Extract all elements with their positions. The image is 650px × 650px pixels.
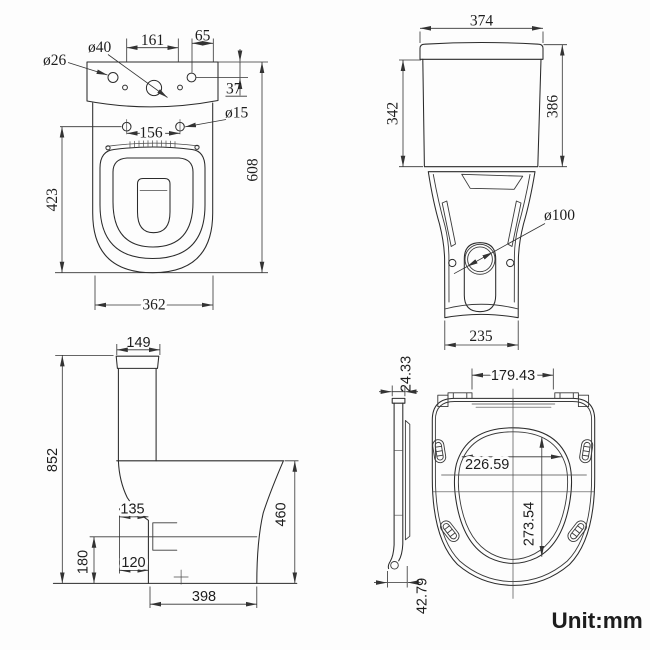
seat-plan-view bbox=[431, 388, 596, 599]
rear-bolt-hole-left bbox=[448, 258, 457, 268]
dim-line-phi100-diameter bbox=[466, 251, 494, 267]
side-cistern-body bbox=[117, 367, 157, 462]
dim-label-22659: 226.59 bbox=[465, 457, 509, 473]
plan-seat-inner-ring bbox=[112, 157, 194, 248]
rear-pedestal-outline bbox=[427, 171, 536, 319]
seat-extension-lines bbox=[387, 368, 554, 588]
dim-label-17943: 179.43 bbox=[491, 368, 535, 384]
dim-label-398: 398 bbox=[192, 589, 216, 605]
seat-hinge-side-caps bbox=[437, 394, 590, 408]
plan-hinge-hatch-ticks bbox=[129, 140, 176, 148]
seat-bumper-bottom-right bbox=[567, 520, 587, 542]
plan-lid-outline bbox=[99, 146, 206, 260]
leader-phi15 bbox=[184, 119, 227, 128]
seat-side-profile bbox=[387, 397, 411, 570]
seat-hinge-tabs bbox=[447, 392, 579, 399]
dim-label-65: 65 bbox=[195, 28, 211, 45]
dim-label-4279: 42.79 bbox=[415, 578, 431, 614]
seat-profile-joint-ticks bbox=[393, 449, 404, 516]
side-rear-profile bbox=[256, 460, 284, 584]
dim-label-135: 135 bbox=[120, 501, 144, 517]
plan-cistern-outline bbox=[86, 61, 219, 108]
dim-label-423: 423 bbox=[44, 188, 61, 212]
seat-profile-top-cap bbox=[391, 397, 406, 404]
dim-label-235: 235 bbox=[469, 328, 493, 345]
dim-label-phi15: ø15 bbox=[225, 105, 249, 122]
plan-trapway-outline bbox=[136, 177, 171, 234]
rear-drain-circle-outer bbox=[464, 243, 496, 275]
dim-label-460: 460 bbox=[274, 502, 290, 526]
dim-label-phi40: ø40 bbox=[88, 39, 112, 56]
dim-label-374: 374 bbox=[470, 13, 494, 30]
plan-bumper-dot-right bbox=[194, 144, 200, 150]
side-view: 149 852 135 120 180 398 460 bbox=[45, 335, 299, 608]
dim-label-608: 608 bbox=[245, 158, 262, 182]
rear-outlet-slot bbox=[463, 242, 497, 313]
rear-pedestal-inner-lines bbox=[432, 174, 531, 310]
dim-label-156: 156 bbox=[139, 125, 163, 142]
dim-label-161: 161 bbox=[141, 32, 164, 49]
seat-views: 24.33 42.79 179.43 226.59 273.54 bbox=[374, 356, 596, 614]
plan-view: ø26 ø40 161 65 37 ø15 156 423 608 362 bbox=[43, 28, 268, 317]
seat-bumper-top-right bbox=[579, 439, 594, 464]
leader-phi40 bbox=[107, 54, 168, 98]
side-center-cross-mark bbox=[173, 569, 189, 585]
dim-label-phi26: ø26 bbox=[43, 52, 67, 69]
dim-label-386: 386 bbox=[545, 95, 562, 119]
seat-bumper-top-left bbox=[432, 439, 447, 464]
dim-label-180: 180 bbox=[76, 550, 92, 574]
plan-extension-lines bbox=[55, 38, 268, 310]
side-cistern-lid bbox=[115, 355, 160, 369]
rear-bolt-hole-right bbox=[506, 258, 515, 268]
dim-label-342: 342 bbox=[385, 102, 402, 125]
seat-profile-hook-tip bbox=[390, 561, 399, 570]
dim-label-852: 852 bbox=[45, 448, 61, 472]
dim-label-120: 120 bbox=[121, 555, 145, 571]
dim-label-2433: 24.33 bbox=[399, 356, 415, 392]
dim-label-phi100: ø100 bbox=[544, 207, 575, 224]
plan-bumper-dot-left bbox=[105, 145, 111, 151]
rear-top-notch bbox=[461, 173, 524, 190]
plan-cistern-holes bbox=[107, 72, 197, 97]
rear-cistern-lid bbox=[419, 41, 544, 60]
side-extension-lines bbox=[55, 344, 299, 608]
rear-view: 374 342 386 ø100 235 bbox=[385, 13, 575, 350]
dim-label-27354: 273.54 bbox=[522, 502, 538, 546]
seat-bumper-bottom-left bbox=[440, 520, 460, 542]
rear-extension-lines bbox=[399, 31, 567, 350]
leader-phi26 bbox=[67, 62, 108, 76]
dim-label-149: 149 bbox=[126, 335, 150, 351]
rear-cistern-body bbox=[422, 58, 542, 168]
seat-profile-ring-strip bbox=[404, 420, 411, 541]
dim-label-37: 37 bbox=[226, 81, 242, 98]
seat-outer-inner-parallel bbox=[434, 401, 593, 583]
seat-hinge-bar-lines bbox=[471, 403, 556, 408]
seat-section-lines bbox=[431, 474, 596, 493]
dim-label-362: 362 bbox=[142, 297, 165, 314]
seat-profile-lid-strip bbox=[387, 402, 404, 570]
unit-label: Unit:mm bbox=[552, 608, 643, 633]
rear-side-ribs bbox=[441, 200, 522, 247]
leader-phi100 bbox=[453, 223, 546, 275]
seat-outer-outline bbox=[431, 397, 596, 586]
